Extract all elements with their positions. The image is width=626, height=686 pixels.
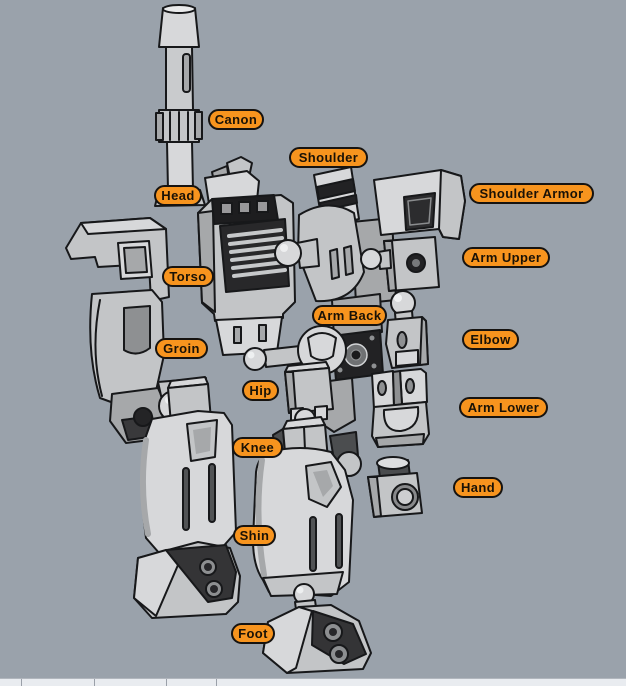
- panel-divider: [216, 679, 217, 686]
- panel-divider: [21, 679, 22, 686]
- part-label-elbow[interactable]: Elbow: [462, 329, 519, 350]
- part-label-knee[interactable]: Knee: [232, 437, 283, 458]
- foot-model[interactable]: [262, 583, 372, 674]
- part-label-shoulder[interactable]: Shoulder: [289, 147, 368, 168]
- shoulder-armor-model[interactable]: [373, 169, 466, 240]
- part-label-shin[interactable]: Shin: [233, 525, 276, 546]
- part-label-head[interactable]: Head: [154, 185, 202, 206]
- shin-model[interactable]: [252, 447, 354, 597]
- part-label-groin[interactable]: Groin: [155, 338, 208, 359]
- elbow-model[interactable]: [385, 290, 429, 369]
- hand-model[interactable]: [367, 456, 423, 518]
- arm-lower-model[interactable]: [371, 368, 430, 448]
- left-leg-model[interactable]: [139, 376, 237, 555]
- part-label-torso[interactable]: Torso: [162, 266, 214, 287]
- arm-upper-model[interactable]: [360, 236, 440, 292]
- part-label-arm-upper[interactable]: Arm Upper: [462, 247, 550, 268]
- head-model[interactable]: [204, 156, 260, 205]
- part-label-arm-back[interactable]: Arm Back: [312, 305, 387, 326]
- part-label-canon[interactable]: Canon: [208, 109, 264, 130]
- part-label-hip[interactable]: Hip: [242, 380, 279, 401]
- part-label-foot[interactable]: Foot: [231, 623, 275, 644]
- panel-divider: [166, 679, 167, 686]
- part-label-hand[interactable]: Hand: [453, 477, 503, 498]
- left-arm-assembly-model[interactable]: [65, 217, 173, 444]
- shoulder-model[interactable]: [274, 166, 397, 305]
- part-label-arm-lower[interactable]: Arm Lower: [459, 397, 548, 418]
- left-foot-model[interactable]: [133, 541, 241, 619]
- part-label-shoulder-armor[interactable]: Shoulder Armor: [469, 183, 594, 204]
- canon-model[interactable]: [154, 4, 206, 207]
- torso-model[interactable]: [197, 194, 296, 356]
- bottom-panel-edge: [0, 678, 626, 686]
- panel-divider: [94, 679, 95, 686]
